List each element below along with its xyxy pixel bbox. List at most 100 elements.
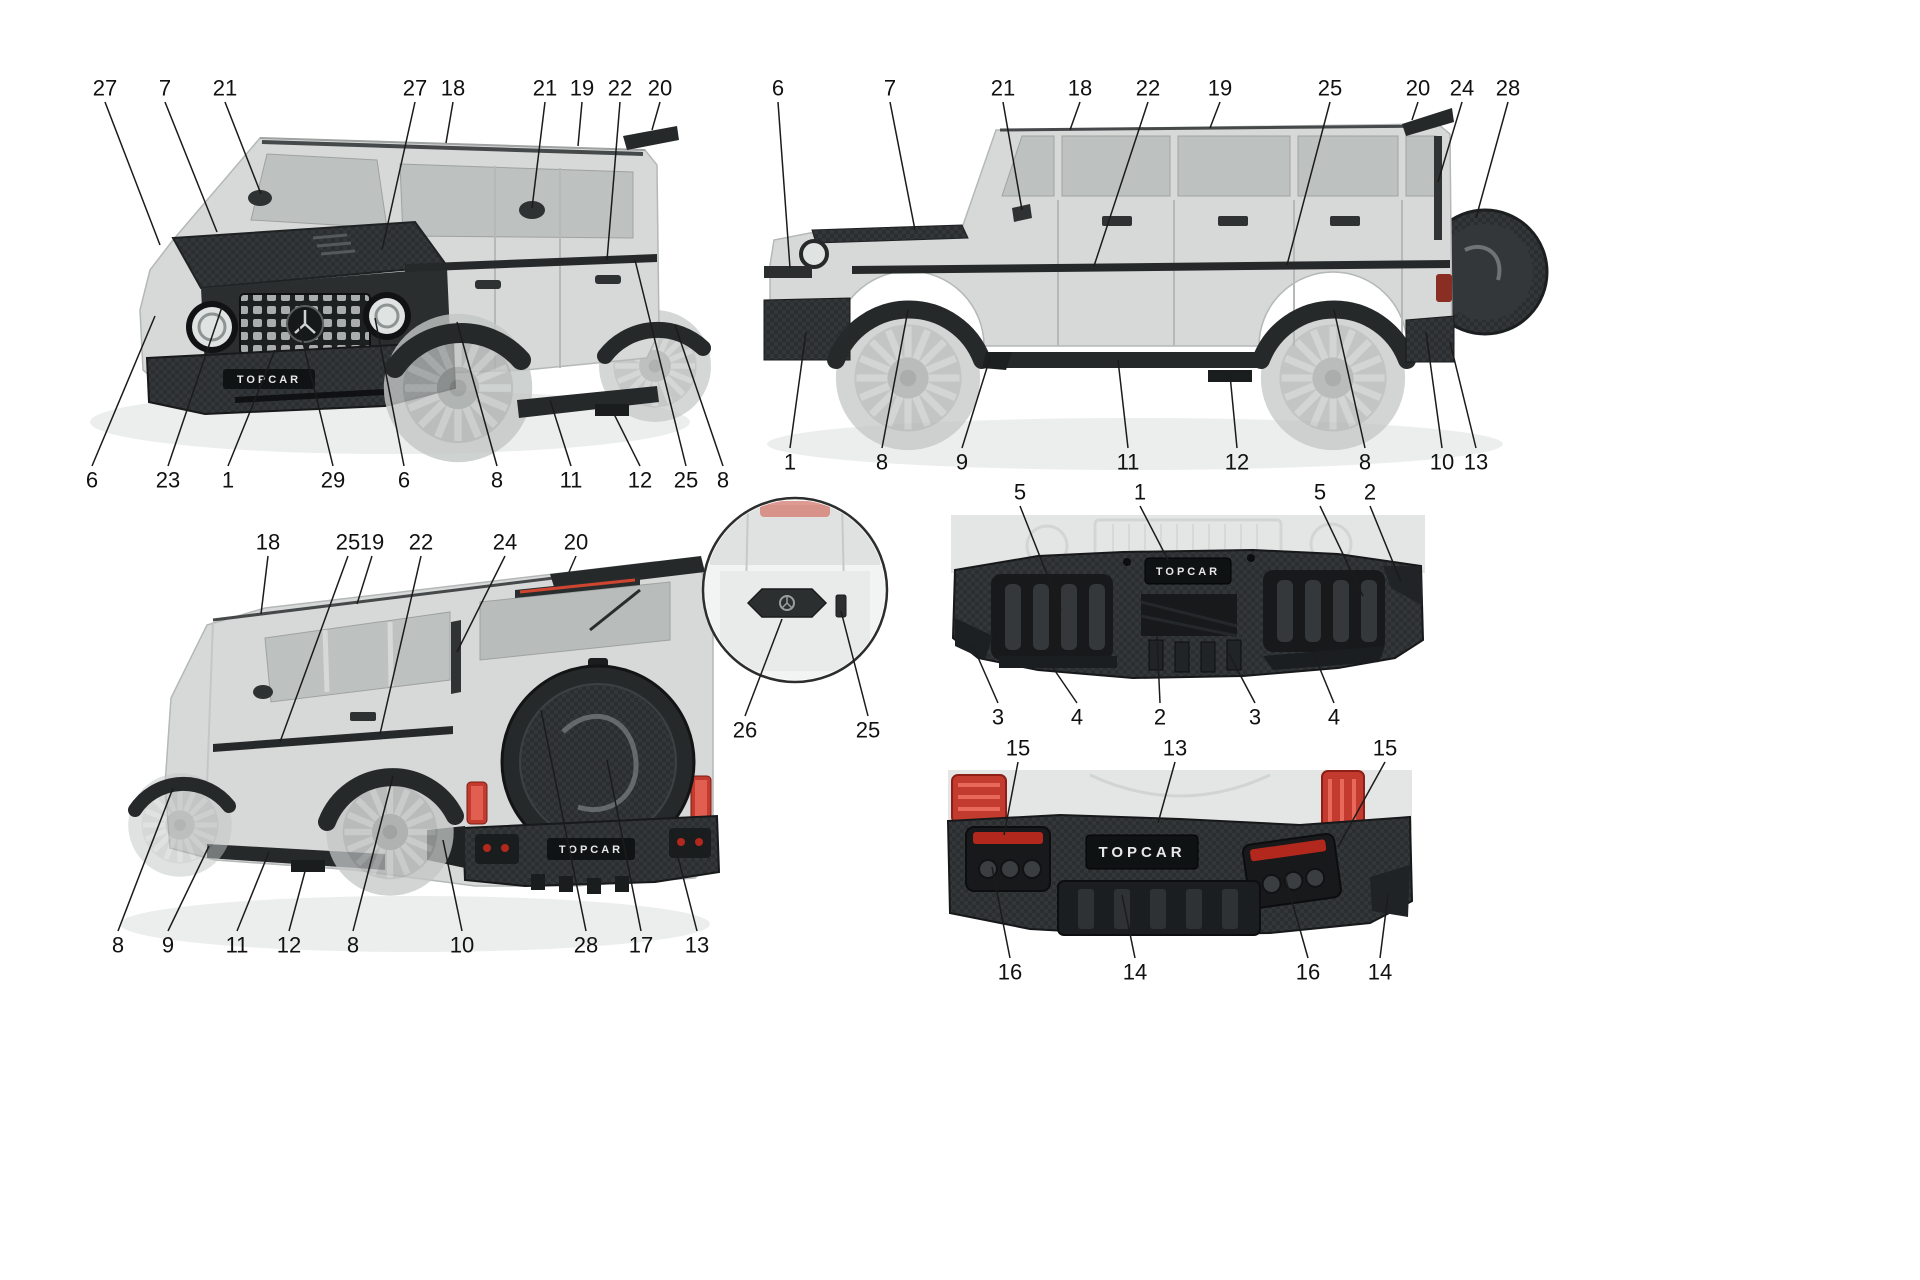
callout-number: 20 [564,530,588,555]
callout-number: 2 [1154,705,1166,730]
callout-leader-line [651,101,661,131]
callout-22: 22 [1093,76,1160,267]
callout-4: 4 [1048,661,1083,730]
callout-number: 11 [226,933,249,958]
callout-19: 19 [356,530,384,605]
callout-number: 13 [1464,450,1488,475]
callout-number: 5 [1014,480,1026,505]
left-lamp-cluster [965,826,1051,892]
callout-11: 11 [226,851,270,958]
callout-number: 6 [86,468,98,493]
callout-number: 6 [772,76,784,101]
front-logo-plate [1144,557,1232,585]
taillight [1436,274,1452,302]
callout-leader-line [674,324,724,467]
callout-leader-line [610,407,641,467]
callout-leader-line [1069,101,1081,131]
callout-11: 11 [549,399,582,493]
callout-leader-line [1425,331,1443,449]
callout-number: 4 [1328,705,1340,730]
callout-13: 13 [1449,341,1488,475]
rear-logo-plate [547,838,635,860]
callout-24: 24 [456,530,517,653]
callout-21: 21 [531,76,557,209]
side-windows [264,611,451,703]
corner-blade-left [955,618,993,660]
diffuser-fins [1148,639,1242,673]
callout-17: 17 [606,759,653,958]
callout-8: 8 [347,775,394,958]
front-bumper-detail-illustration: TOPCAR [951,515,1425,680]
windshield [1001,135,1055,197]
callout-leader-line [260,555,269,615]
callout-number: 16 [1296,960,1320,985]
left-lower-lip [999,656,1117,668]
rear-bumper [1405,315,1455,363]
callout-23: 23 [156,306,223,493]
callout-leader-line [117,787,174,932]
callout-leader-line [456,555,506,653]
rear-pillar-trim [1434,136,1442,240]
callout-28: 28 [540,709,598,958]
rear-fender-flare [318,768,464,831]
callout-leader-line [840,610,869,717]
callout-5: 5 [1014,480,1062,611]
running-board [986,352,1258,368]
right-intake-fins [1277,580,1377,642]
callout-leader-line [1337,761,1386,848]
callout-7: 7 [884,76,916,231]
callout-14: 14 [1368,894,1392,985]
callout-29: 29 [297,321,345,493]
callout-number: 29 [321,468,345,493]
door-handle [595,275,621,284]
callout-15: 15 [1003,736,1030,836]
rear-logo-plate [1085,834,1199,870]
callout-leader-line [1048,661,1078,704]
callout-leader-line [1002,101,1023,211]
callout-number: 15 [1006,736,1030,761]
side-windows [399,163,634,239]
callout-number: 12 [1225,450,1249,475]
door-molding [405,254,657,272]
callout-leader-line [1333,309,1366,449]
callout-leader-line [1379,894,1389,959]
callout-number: 16 [998,960,1022,985]
callout-leader-line [961,357,991,449]
callout-13: 13 [670,829,709,958]
callout-leader-line [167,306,223,467]
roof-trim [261,140,644,156]
callout-number: 20 [648,76,672,101]
right-headlight [363,292,411,340]
callout-number: 8 [347,933,359,958]
callout-number: 9 [956,450,968,475]
callout-leader-line [991,866,1011,959]
callout-3: 3 [972,645,1004,730]
callout-leader-line [606,759,642,932]
callout-number: 2 [1364,480,1376,505]
rear-bumper-logo: TOPCAR [559,844,623,856]
callout-1: 1 [222,349,276,493]
callout-14: 14 [1121,894,1147,985]
callout-number: 20 [1406,76,1430,101]
ground-shadow [120,896,710,952]
front-bumper [763,297,851,361]
front-guard-trim [764,266,812,278]
rear-window [479,581,671,661]
callout-leader-line [1283,872,1309,959]
callout-number: 8 [491,468,503,493]
roof-spoiler [1402,108,1454,136]
callout-leader-line [606,101,621,261]
callout-leader-line [1157,761,1176,824]
door-molding [213,726,453,752]
callout-leader-line [104,101,161,246]
callout-3: 3 [1228,653,1261,730]
callout-20: 20 [1406,76,1430,121]
callout-number: 5 [1314,480,1326,505]
diffuser-fins [531,874,629,894]
callout-8: 8 [674,324,729,493]
quarter-window [1405,135,1437,197]
callout-number: 1 [1134,480,1146,505]
callout-8: 8 [456,321,503,493]
callout-number: 17 [629,933,653,958]
